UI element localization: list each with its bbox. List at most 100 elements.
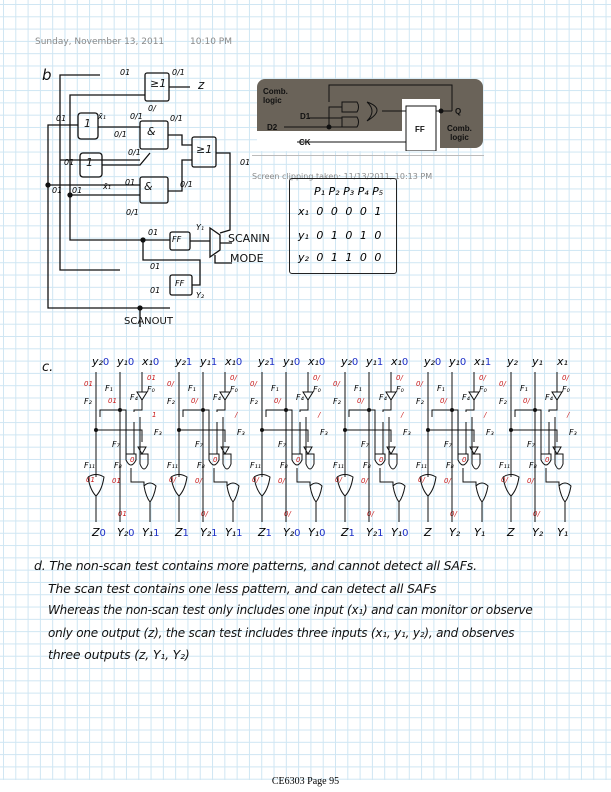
output-value: 0 (128, 528, 135, 539)
output-label: Y₂1 (200, 526, 218, 540)
annotation: x̄₁ (98, 112, 106, 121)
annotation: 0/1 (128, 148, 141, 157)
fault-value-mark: 0/ (169, 476, 176, 484)
fault-label: F₈ (529, 461, 537, 470)
not-gate-1-symbol: 1 (84, 117, 91, 130)
output-label: Y₁1 (225, 526, 243, 540)
fault-label: F₀ (396, 385, 404, 394)
annotation: 0/1 (114, 130, 127, 139)
fault-label: F₂ (167, 397, 175, 406)
row-name: y₁ (298, 229, 309, 242)
not-gate-2-symbol: 1 (86, 156, 93, 169)
output-label: Y₁0 (391, 526, 409, 540)
fault-label: F₃ (403, 428, 411, 437)
fault-value-mark: 0/ (416, 380, 423, 388)
and-gate-2-symbol: & (144, 180, 153, 193)
fault-value-mark: 0/ (357, 397, 364, 405)
fault-value-mark: 0/ (499, 380, 506, 388)
fault-label: F₈ (197, 461, 205, 470)
fault-label: F₁₁ (250, 461, 262, 470)
fault-label: F₁ (105, 384, 113, 393)
fault-sim-circuit (336, 372, 406, 522)
output-value: 0 (319, 528, 326, 539)
input-value: 1 (484, 357, 492, 368)
fault-label: F₇ (527, 440, 535, 449)
fault-label: F₇ (444, 440, 452, 449)
input-label: y₁0 (283, 355, 301, 369)
input-label: x₁0 (142, 355, 160, 369)
fault-label: F₁₁ (84, 461, 96, 470)
annotation: 01 (120, 68, 131, 77)
page-time: 10:10 PM (190, 37, 232, 47)
annotation: 0/1 (130, 112, 143, 121)
fault-value-mark: 0/ (274, 397, 281, 405)
input-label: y₂1 (258, 355, 276, 369)
part-b-label: b (42, 66, 52, 84)
ff-input-annotation: 01 (150, 262, 161, 271)
fault-sim-circuit (502, 372, 572, 522)
fault-value-mark: 01 (86, 476, 95, 484)
annotation: 01 (56, 114, 67, 123)
output-label: Y₁ (557, 526, 569, 539)
row-name: y₂ (298, 251, 309, 264)
fault-value-mark: / (567, 411, 570, 419)
row-values: 0 0 0 0 1 (316, 205, 382, 218)
scanout-label: SCANOUT (124, 316, 173, 327)
fault-label: F₂ (250, 397, 258, 406)
fault-label: F₁ (271, 384, 279, 393)
pattern-table-header: P₁ P₂ P₃ P₄ P₅ (314, 185, 384, 198)
input-label: y₁ (532, 355, 543, 368)
output-label: Z (424, 526, 432, 539)
fault-value-mark: / (318, 411, 321, 419)
input-value: 1 (185, 357, 193, 368)
output-label: Y₂0 (283, 526, 301, 540)
fault-value-mark: 0/ (450, 510, 457, 518)
fault-value-mark: 0/ (361, 477, 368, 485)
fault-label: F₁₁ (167, 461, 179, 470)
fault-label: F₄ (545, 393, 553, 402)
fault-label: F₄ (462, 393, 470, 402)
input-label: x₁0 (391, 355, 409, 369)
fault-value-mark: 0/ (444, 477, 451, 485)
output-label: Z1 (341, 526, 355, 540)
fault-value-mark: 0/ (230, 374, 237, 382)
fault-label: F₃ (237, 428, 245, 437)
input-label: x₁0 (225, 355, 243, 369)
fault-label: F₇ (112, 440, 120, 449)
comb-logic-left-label: Comb. logic (263, 87, 288, 105)
row-name: x₁ (298, 205, 309, 218)
pattern-table-row: y₂ 0 1 1 0 0 (298, 251, 381, 264)
clipping-divider (252, 155, 484, 156)
output-label: Y₂0 (117, 526, 135, 540)
fault-value-mark: 0 (296, 456, 301, 464)
input-value: 0 (127, 357, 135, 368)
output-label: Y₂1 (366, 526, 384, 540)
fault-label: F₀ (479, 385, 487, 394)
fault-label: F₇ (195, 440, 203, 449)
fault-label: F₁ (354, 384, 362, 393)
fault-value-mark: / (401, 411, 404, 419)
output-value: 1 (348, 528, 355, 539)
clipping-circuit (284, 84, 453, 151)
output-label: Y₁ (474, 526, 486, 539)
ff-y2-label: FF (175, 279, 185, 288)
ff-y1-label: FF (172, 235, 182, 244)
fault-label: F₃ (154, 428, 162, 437)
output-value: 0 (99, 528, 106, 539)
y1-label: Y₁ (196, 223, 205, 232)
page-footer: CE6303 Page 95 (271, 776, 340, 787)
part-c-label: c. (42, 360, 54, 375)
input-label: y₁1 (366, 355, 384, 369)
fault-value-mark: 0/ (333, 380, 340, 388)
fault-value-mark: 0/ (167, 380, 174, 388)
fault-label: F₈ (114, 461, 122, 470)
annotation: 01 (64, 158, 75, 167)
and-gate-1-symbol: & (147, 125, 156, 138)
output-label: Z0 (92, 526, 106, 540)
fault-value-mark: 0/ (313, 374, 320, 382)
fault-value-mark: 0/ (278, 477, 285, 485)
fault-value-mark: 0/ (479, 374, 486, 382)
input-label: y₂0 (424, 355, 442, 369)
ck-label: CK (299, 138, 311, 147)
part-d-line: The scan test contains one less pattern,… (48, 581, 437, 596)
